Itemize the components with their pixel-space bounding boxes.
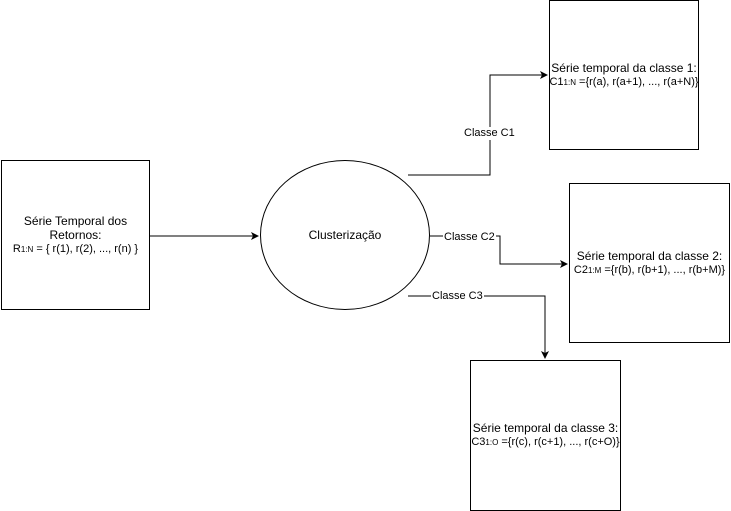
class-3-series-box: Série temporal da classe 3: C31:O ={r(c)… [470,360,621,511]
class-1-series-formula: C11:N ={r(a), r(a+1), ..., r(a+N)} [549,75,699,88]
edge-label-class-c1: Classe C1 [463,127,516,140]
class-2-series-box: Série temporal da classe 2: C21:M ={r(b)… [569,183,730,343]
source-series-box: Série Temporal dos Retornos: R1:N = { r(… [1,160,150,310]
class-1-series-title: Série temporal da classe 1: [551,60,697,75]
edge-class-c3 [408,295,549,359]
class-2-series-formula: C21:M ={r(b), r(b+1), ..., r(b+M)} [573,263,726,276]
source-series-formula: R1:N = { r(1), r(2), ..., r(n) } [12,242,139,255]
clustering-node: Clusterização [260,160,430,310]
class-2-series-title: Série temporal da classe 2: [576,248,723,263]
clustering-label: Clusterização [308,228,382,242]
class-3-series-title: Série temporal da classe 3: [472,421,619,435]
edge-class-c1 [408,71,548,176]
edge-label-class-c2: Classe C2 [443,231,496,244]
class-1-series-box: Série temporal da classe 1: C11:N ={r(a)… [549,0,699,150]
source-series-title: Série Temporal dos Retornos: [23,213,128,242]
edge-label-class-c3: Classe C3 [431,290,484,303]
class-3-series-formula: C31:O ={r(c), r(c+1), ..., r(c+O)} [471,436,620,448]
